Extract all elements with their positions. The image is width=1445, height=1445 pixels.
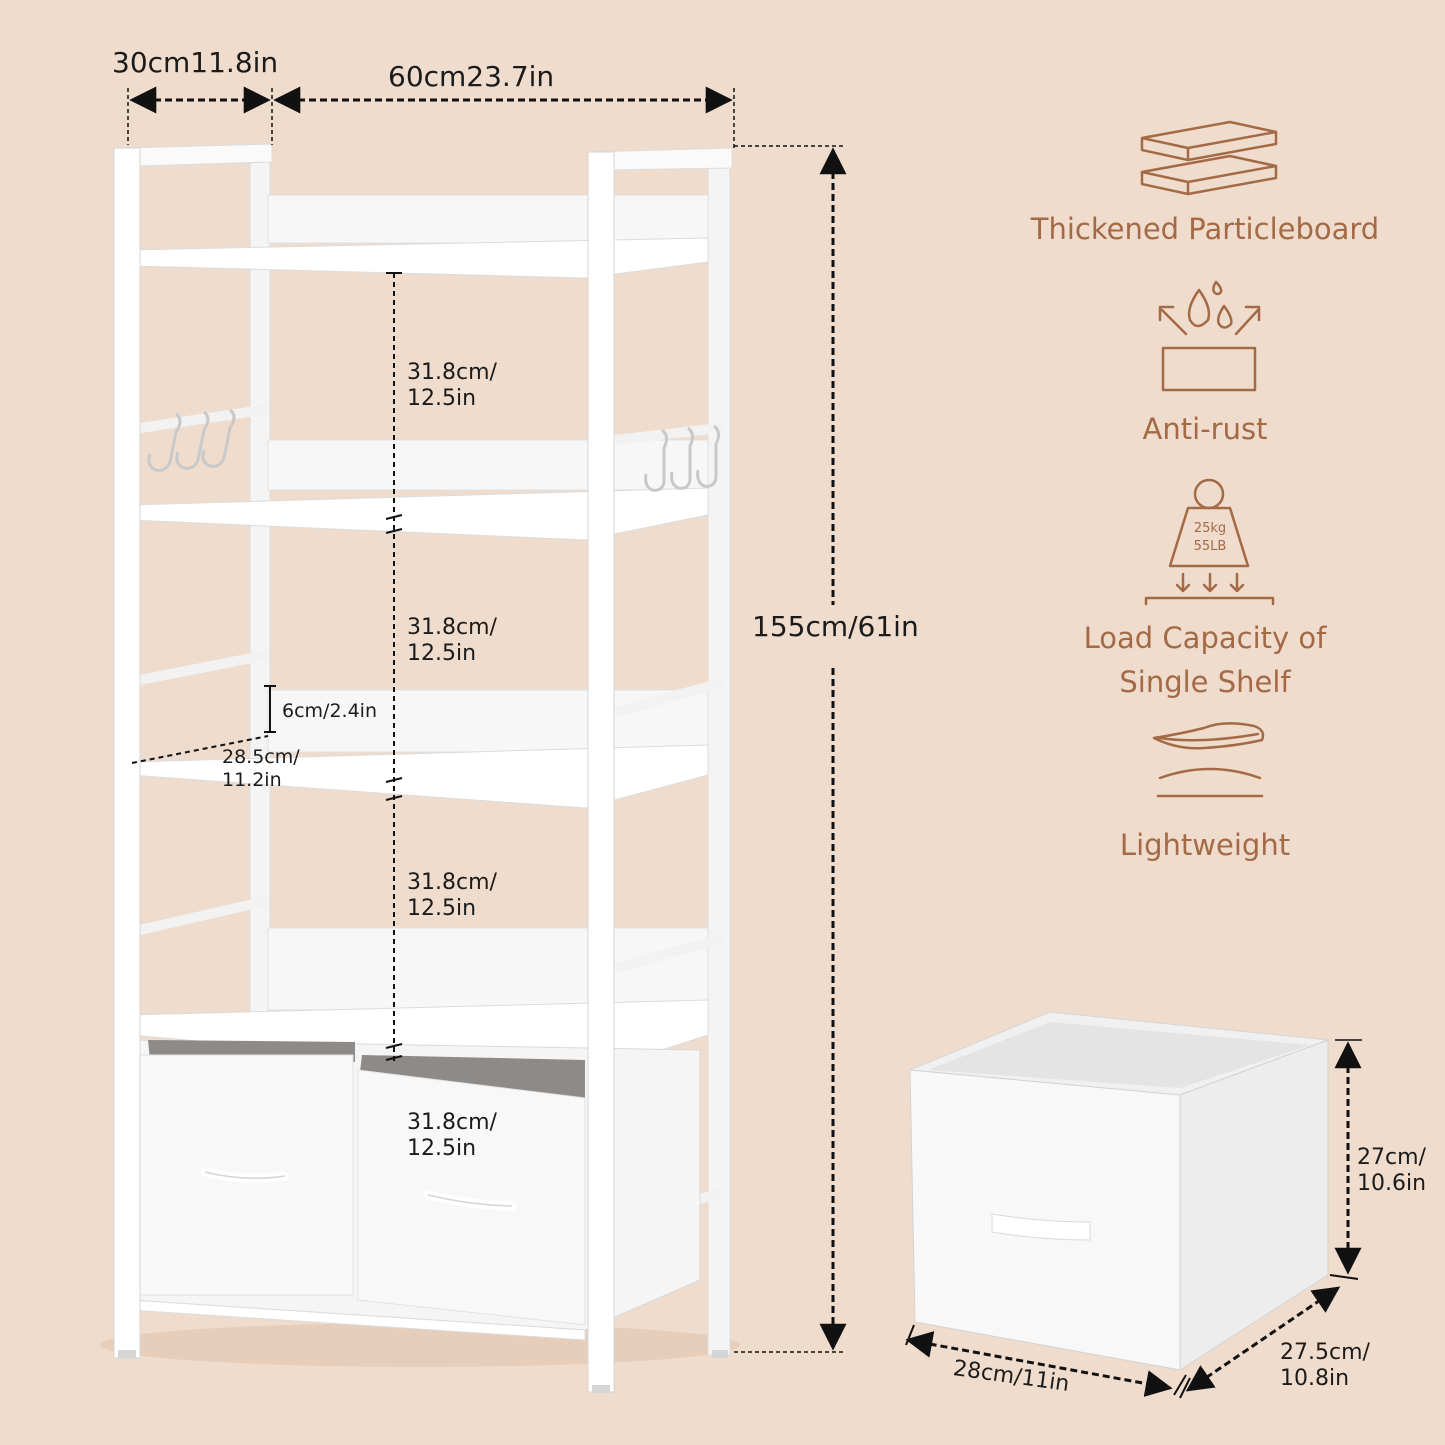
weight-icon xyxy=(1144,478,1275,606)
shelf-dimension-lines xyxy=(127,86,847,1353)
width-dimension-label: 60cm23.7in xyxy=(388,60,555,93)
shelf-1 xyxy=(129,194,709,279)
stacked-boards-icon xyxy=(1140,120,1278,196)
height-dimension-label: 155cm/61in xyxy=(752,610,919,643)
bin-height-label: 27cm/ 10.6in xyxy=(1357,1145,1427,1197)
drawer-cabinet xyxy=(129,1039,701,1341)
shelf-gap-label: 31.8cm/ 12.5in xyxy=(407,870,497,922)
shelf-gap-label: 31.8cm/ 12.5in xyxy=(407,1110,497,1162)
s-hooks xyxy=(147,408,721,492)
feature-thickened-particleboard: Thickened Particleboard xyxy=(1030,212,1380,246)
feather-icon xyxy=(1152,722,1265,798)
shelf-3 xyxy=(129,689,709,809)
feature-lightweight: Lightweight xyxy=(1119,828,1291,862)
feature-anti-rust: Anti-rust xyxy=(1142,412,1268,446)
storage-bin xyxy=(909,1011,1329,1371)
water-repel-icon xyxy=(1158,280,1261,392)
bookshelf xyxy=(113,143,733,1393)
shelf-2 xyxy=(129,439,709,541)
backboard-height-label: 6cm/2.4in xyxy=(282,700,377,722)
bin-dimension-lines xyxy=(905,1039,1362,1399)
shelf-gap-label: 31.8cm/ 12.5in xyxy=(407,615,497,667)
shelf-gap-label: 31.8cm/ 12.5in xyxy=(407,360,497,412)
feature-load-capacity: Load Capacity of Single Shelf xyxy=(1083,621,1327,699)
shelf-depth-label: 28.5cm/ 11.2in xyxy=(222,746,300,791)
weight-value-label: 25kg 55LB xyxy=(1193,521,1227,555)
bin-depth-label: 27.5cm/ 10.8in xyxy=(1280,1340,1370,1392)
depth-dimension-label: 30cm11.8in xyxy=(112,46,279,79)
